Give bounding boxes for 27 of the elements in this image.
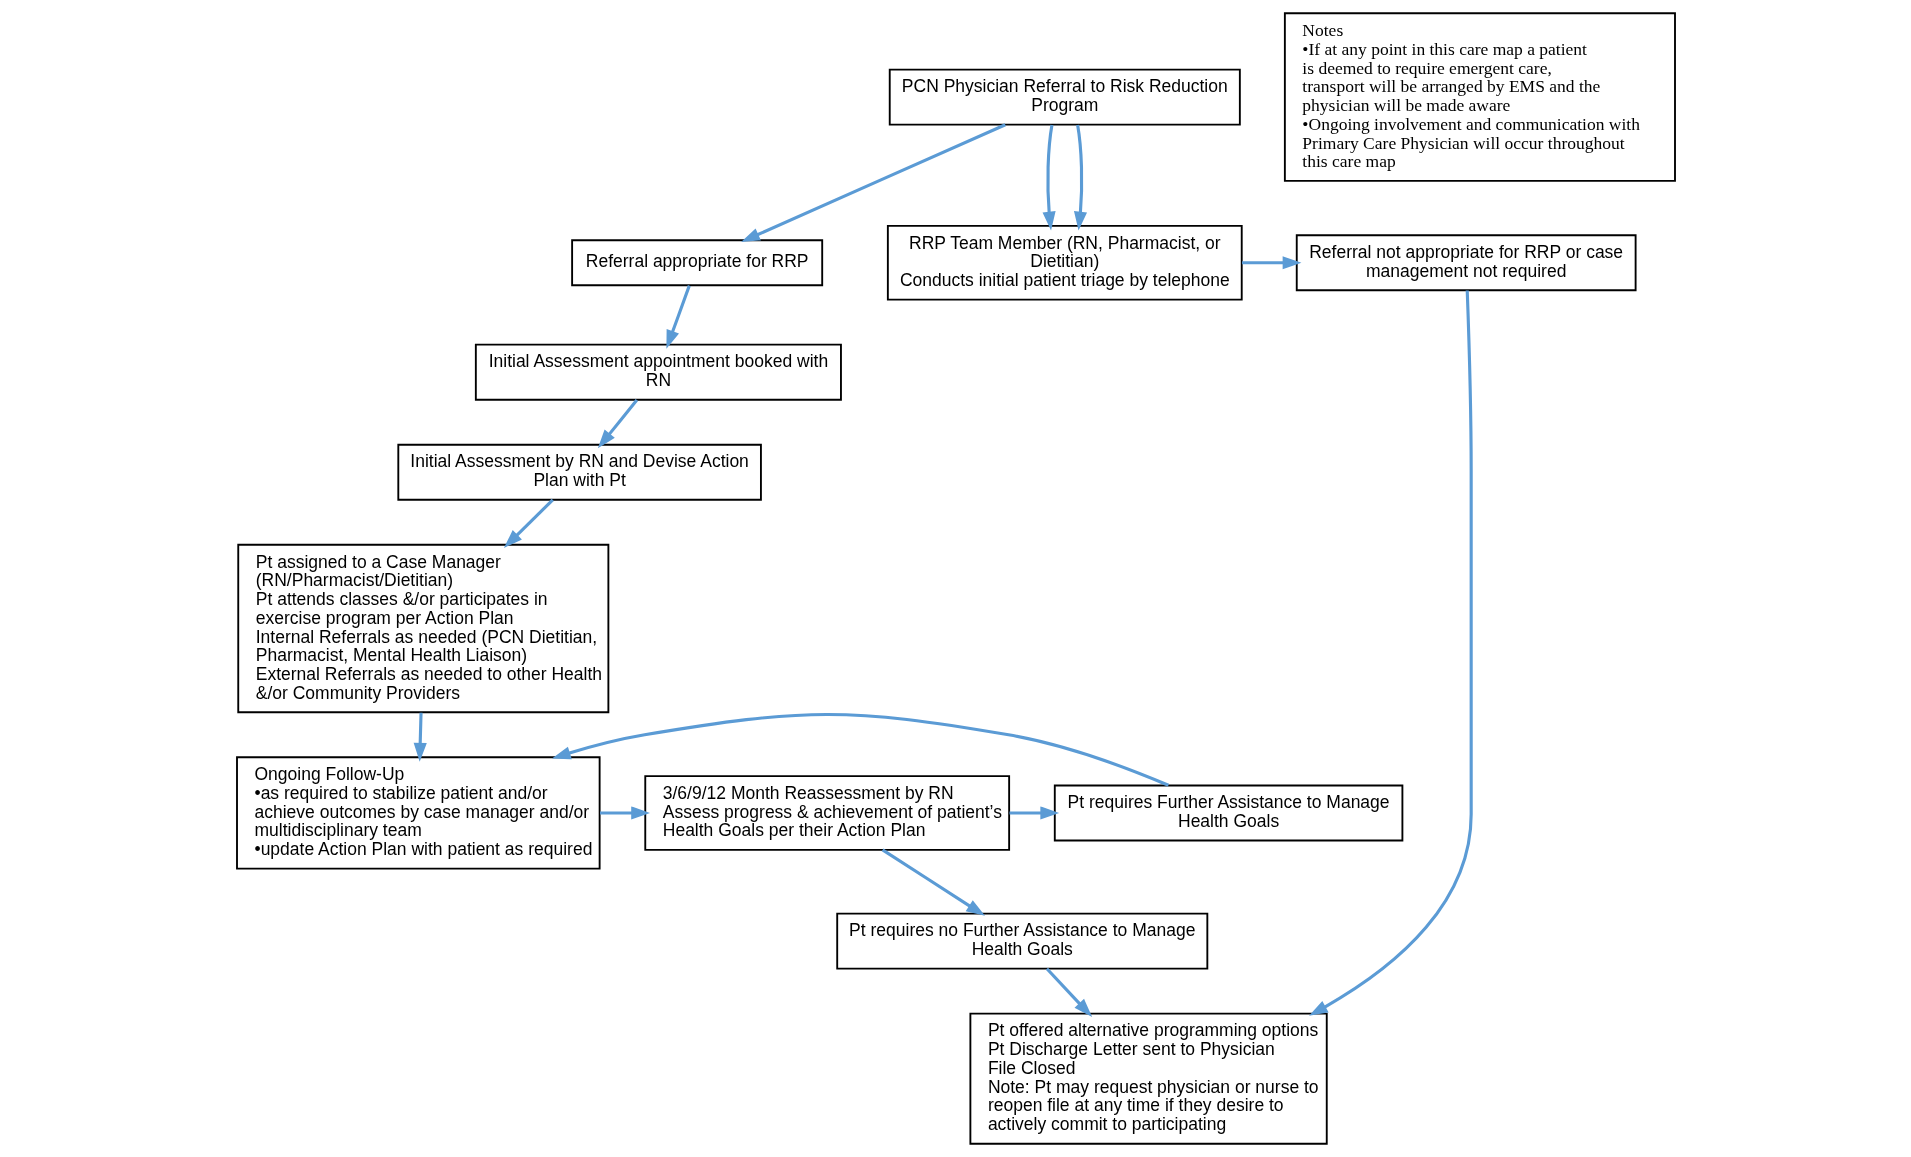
- node-box: Pt requires no Further Assistance to Manage Health Goals: [835, 912, 1208, 970]
- arrow: [597, 399, 638, 449]
- node-box: Pt assigned to a Case Manager (RN/Pharmacist/Dietitian) Pt attends classes &/or participates in exercise program per Action Plan Internal Referrals as needed (PCN Dietitian, Pharmacist, Mental Health Liaison) External Referrals as needed to other Health &/or Community Providers: [236, 543, 609, 714]
- arrow: [1009, 806, 1059, 820]
- arrow: [1308, 290, 1473, 1016]
- node-box: PCN Physician Referral to Risk Reduction Program: [888, 68, 1241, 126]
- node-box: RRP Team Member (RN, Pharmacist, or Dietitian) Conducts initial patient triage by telephone: [886, 224, 1243, 301]
- node-box: Initial Assessment appointment booked with RN: [474, 343, 842, 401]
- arrow: [881, 848, 985, 916]
- arrow: [1045, 967, 1092, 1018]
- node-box: Notes •If at any point in this care map a patient is deemed to require emergent care, transport will be arranged by EMS and the physician will be made aware •Ongoing involvement and communication with Primary Care Physician will occur throughout this care map: [1283, 12, 1676, 182]
- arrow: [1042, 124, 1056, 231]
- node-box: Pt offered alternative programming options Pt Discharge Letter sent to Physician File Closed Note: Pt may request physician or nurse to reopen file at any time if they desire to actively commit to participating: [968, 1012, 1328, 1145]
- arrow: [413, 712, 427, 762]
- node-box: Referral not appropriate for RRP or case management not required: [1295, 234, 1637, 292]
- arrow: [1073, 124, 1087, 231]
- node-box: Pt requires Further Assistance to Manage Health Goals: [1053, 784, 1403, 842]
- arrow: [1241, 256, 1301, 270]
- node-box: Referral appropriate for RRP: [570, 239, 823, 287]
- node-box: 3/6/9/12 Month Reassessment by RN Assess progress & achievement of patient’s Health Goals per their Action Plan: [643, 775, 1010, 851]
- arrow: [740, 123, 1006, 243]
- arrow: [665, 285, 691, 349]
- node-box: Ongoing Follow-Up •as required to stabilize patient and/or achieve outcomes by case manager and/or multidisciplinary team •update Action Plan with patient as required: [235, 756, 601, 870]
- arrow: [551, 712, 1169, 787]
- node-box: Initial Assessment by RN and Devise Action Plan with Pt: [396, 443, 762, 501]
- arrow: [503, 498, 554, 548]
- arrow: [599, 806, 650, 820]
